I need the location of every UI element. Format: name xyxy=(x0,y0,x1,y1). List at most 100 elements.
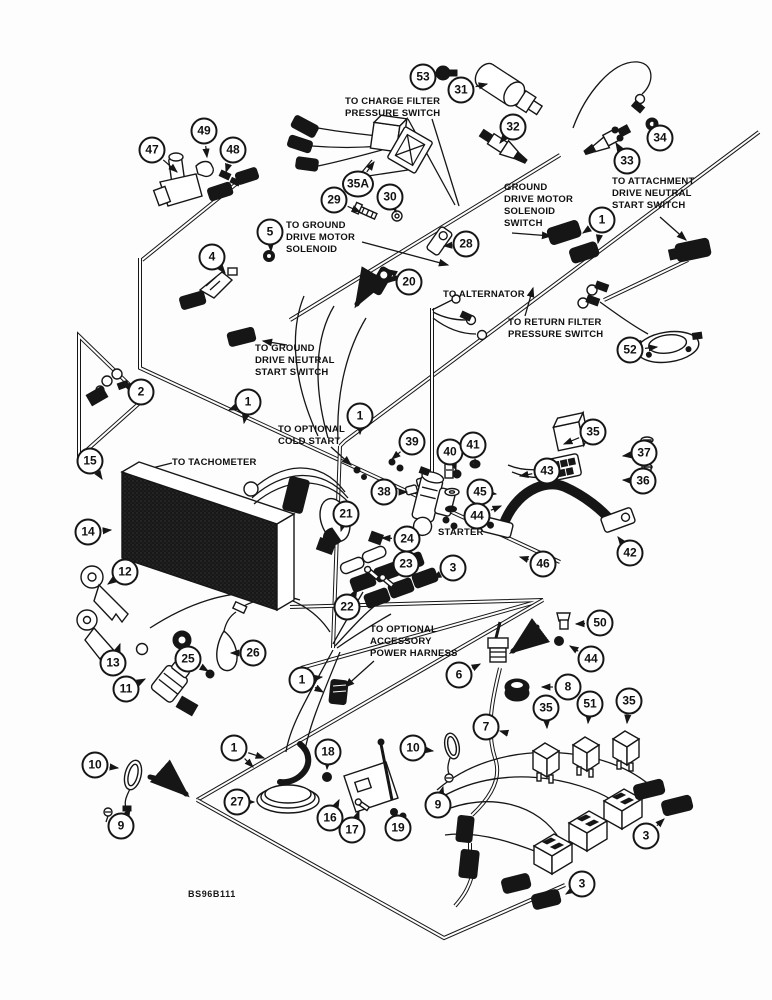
stud-50-nut-44 xyxy=(554,612,571,646)
callout-53: 53 xyxy=(409,63,437,91)
grommet-8 xyxy=(504,678,530,702)
coiled-cable-27 xyxy=(256,741,320,814)
callout-47: 47 xyxy=(138,136,166,164)
callout-1: 1 xyxy=(588,206,616,234)
tachometer-panel xyxy=(120,461,296,612)
callout-48: 48 xyxy=(219,136,247,164)
label-leaders xyxy=(127,118,687,688)
callout-20: 20 xyxy=(395,268,423,296)
callout-3: 3 xyxy=(568,870,596,898)
label-optional-cold-start: TO OPTIONAL COLD START xyxy=(278,424,345,447)
callout-31: 31 xyxy=(447,76,475,104)
coolant-sender-4 xyxy=(179,250,275,347)
callout-35: 35 xyxy=(532,694,560,722)
label-attachment-drive-neutral-start-switch: TO ATTACHMENT DRIVE NEUTRAL START SWITCH xyxy=(612,176,695,211)
clamp-28 xyxy=(426,226,453,256)
callout-46: 46 xyxy=(529,550,557,578)
callout-22: 22 xyxy=(333,593,361,621)
callout-leader-arrows xyxy=(94,69,665,895)
callout-34: 34 xyxy=(646,124,674,152)
relay-cube-51 xyxy=(571,736,601,778)
terminal-boot-26 xyxy=(205,600,248,679)
label-return-filter-pressure-switch: TO RETURN FILTER PRESSURE SWITCH xyxy=(508,317,604,340)
callout-25: 25 xyxy=(174,645,202,673)
callout-23: 23 xyxy=(392,550,420,578)
toggle-switch-6 xyxy=(487,621,509,663)
callout-3: 3 xyxy=(632,822,660,850)
callout-52: 52 xyxy=(616,336,644,364)
clamp-20 xyxy=(369,266,393,296)
callout-44: 44 xyxy=(577,645,605,673)
callout-10: 10 xyxy=(81,751,109,779)
relay-cube-35-left xyxy=(531,742,561,784)
harness-connectors-top xyxy=(287,114,433,177)
callout-11: 11 xyxy=(112,675,140,703)
ignition-switch xyxy=(135,630,199,717)
label-alternator: TO ALTERNATOR xyxy=(443,289,525,300)
label-charge-filter-switch: TO CHARGE FILTER PRESSURE SWITCH xyxy=(345,96,441,119)
callout-1: 1 xyxy=(220,734,248,762)
solenoid-valve-47 xyxy=(152,152,260,207)
label-ground-drive-motor-solenoid-switch: GROUND DRIVE MOTOR SOLENOID SWITCH xyxy=(504,182,574,229)
label-ground-drive-neutral-start-switch: TO GROUND DRIVE NEUTRAL START SWITCH xyxy=(255,343,335,378)
temp-sender-33 xyxy=(583,124,632,156)
relay-cube-35-right xyxy=(611,730,641,772)
flasher-box-35a xyxy=(387,126,433,174)
callout-21: 21 xyxy=(332,500,360,528)
relay-socket-1 xyxy=(532,833,574,876)
callout-9: 9 xyxy=(107,812,135,840)
callout-6: 6 xyxy=(445,661,473,689)
callout-3: 3 xyxy=(439,554,467,582)
callout-18: 18 xyxy=(314,738,342,766)
callout-1: 1 xyxy=(288,666,316,694)
callout-15: 15 xyxy=(76,447,104,475)
callout-41: 41 xyxy=(459,431,487,459)
callout-38: 38 xyxy=(370,478,398,506)
charge-filter-pressure-switch-31 xyxy=(435,62,544,116)
callout-10: 10 xyxy=(399,734,427,762)
ring-terminals xyxy=(451,280,610,341)
callout-19: 19 xyxy=(384,814,412,842)
callout-12: 12 xyxy=(111,558,139,586)
callout-50: 50 xyxy=(586,609,614,637)
callout-14: 14 xyxy=(74,518,102,546)
callout-43: 43 xyxy=(533,457,561,485)
callout-49: 49 xyxy=(190,117,218,145)
gdms-switch-connectors xyxy=(546,219,600,264)
callout-44: 44 xyxy=(463,502,491,530)
callout-1: 1 xyxy=(234,388,262,416)
relay-socket-2 xyxy=(567,810,609,853)
callout-42: 42 xyxy=(616,539,644,567)
bottom-connectors xyxy=(455,778,694,910)
label-starter: STARTER xyxy=(438,527,484,538)
wires xyxy=(149,61,656,856)
battery-cable-42 xyxy=(480,479,636,539)
callout-35a: 35A xyxy=(341,170,375,198)
callout-7: 7 xyxy=(472,713,500,741)
callout-9: 9 xyxy=(424,791,452,819)
callout-5: 5 xyxy=(256,218,284,246)
cable-tie-10-right xyxy=(443,732,461,783)
callout-33: 33 xyxy=(613,147,641,175)
callout-51: 51 xyxy=(576,690,604,718)
callout-16: 16 xyxy=(316,804,344,832)
callout-35: 35 xyxy=(615,687,643,715)
callout-8: 8 xyxy=(554,673,582,701)
callout-1: 1 xyxy=(346,402,374,430)
callout-4: 4 xyxy=(198,243,226,271)
accessory-connector xyxy=(328,679,349,706)
callout-36: 36 xyxy=(629,467,657,495)
callout-13: 13 xyxy=(99,649,127,677)
callout-30: 30 xyxy=(376,183,404,211)
connector-2 xyxy=(85,368,130,407)
figure-code: BS96B111 xyxy=(188,889,236,899)
callout-37: 37 xyxy=(630,439,658,467)
callout-39: 39 xyxy=(398,428,426,456)
temp-sender-32 xyxy=(478,128,528,164)
callout-27: 27 xyxy=(223,788,251,816)
callout-17: 17 xyxy=(338,816,366,844)
label-optional-accessory-power-harness: TO OPTIONAL ACCESSORY POWER HARNESS xyxy=(370,624,458,659)
clamp-21-24 xyxy=(322,527,384,546)
